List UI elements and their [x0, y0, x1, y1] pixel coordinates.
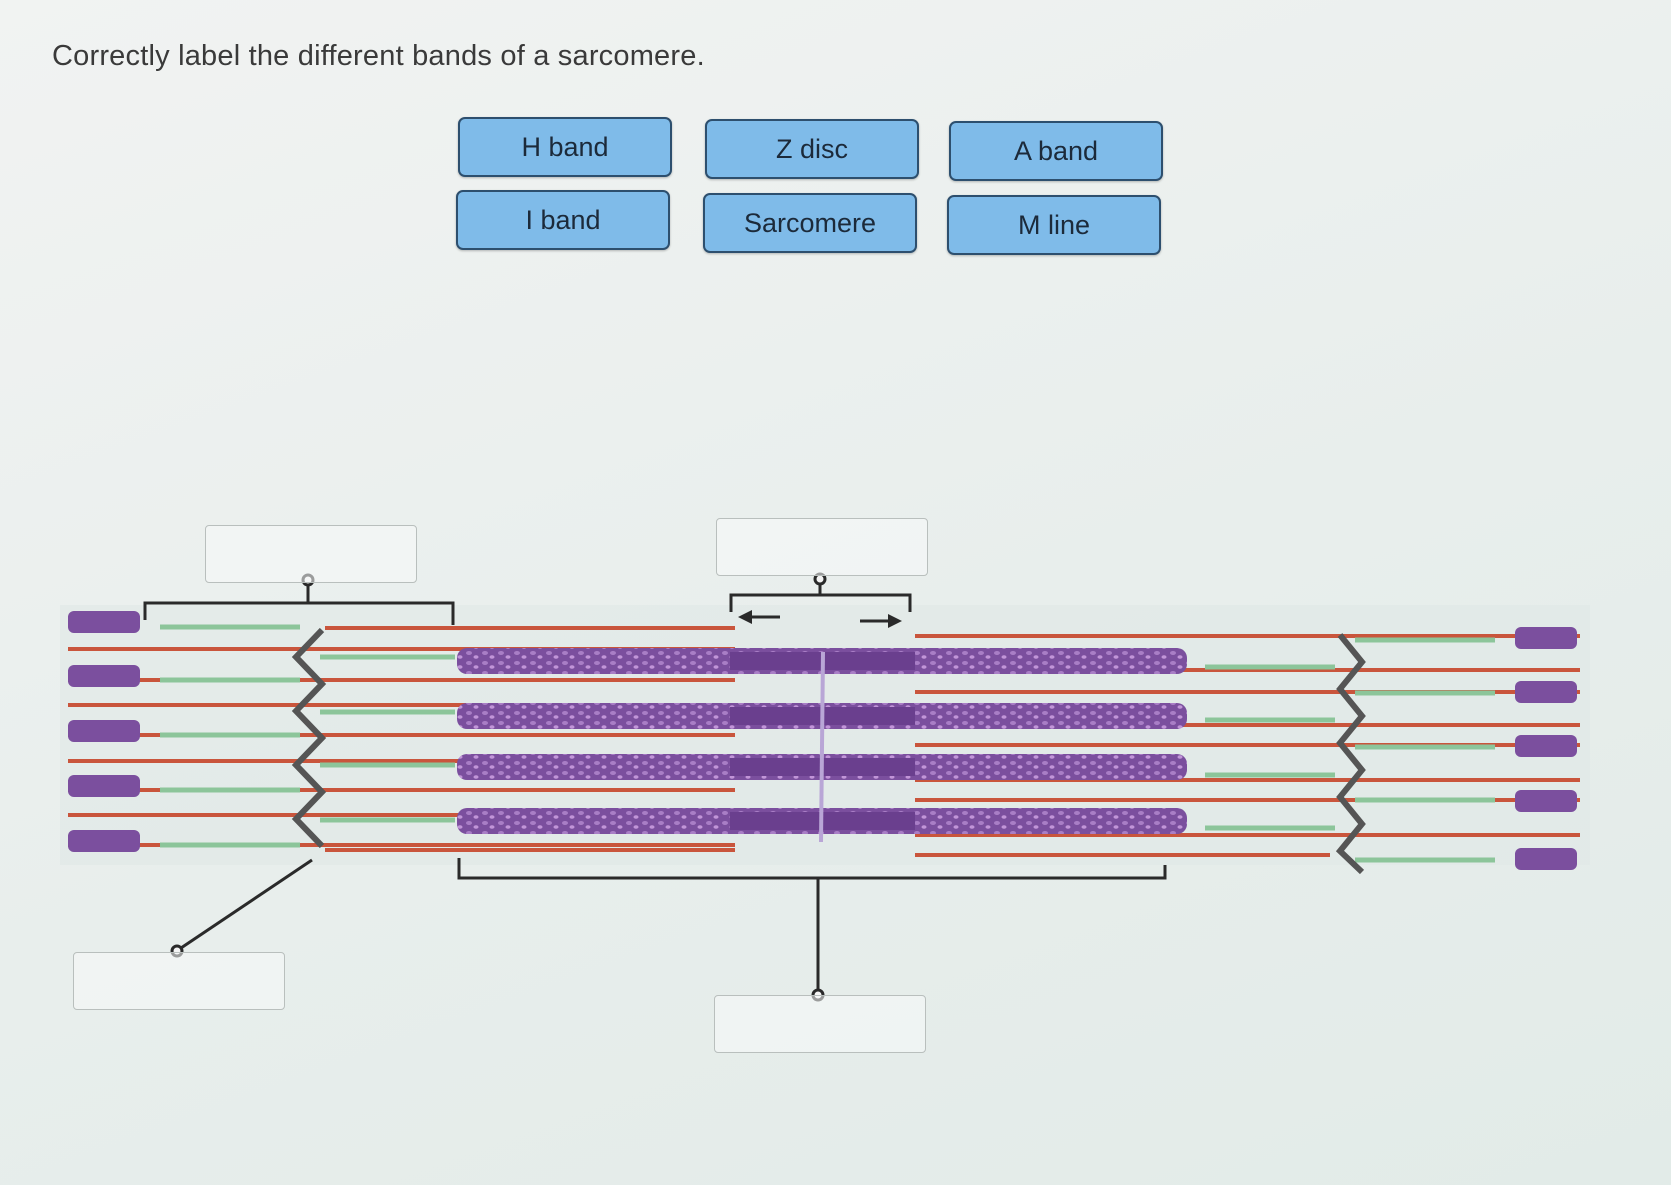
drop-target-bottom-center[interactable] [714, 995, 926, 1053]
label-chip-a-band[interactable]: A band [949, 121, 1163, 181]
label-chip-h-band[interactable]: H band [458, 117, 672, 177]
drop-target-top-center[interactable] [716, 518, 928, 576]
drop-target-bottom-left[interactable] [73, 952, 285, 1010]
label-chip-z-disc[interactable]: Z disc [705, 119, 919, 179]
right-thick-ends [1515, 627, 1577, 870]
bracket-top-center [729, 572, 912, 612]
h-band-arrows [738, 610, 902, 628]
label-chip-sarcomere[interactable]: Sarcomere [703, 193, 917, 253]
z-disc-right [1335, 633, 1366, 875]
question-prompt: Correctly label the different bands of a… [52, 40, 705, 72]
thin-filaments-left [68, 626, 735, 852]
label-chip-i-band[interactable]: I band [456, 190, 670, 250]
label-chip-m-line[interactable]: M line [947, 195, 1161, 255]
z-disc-left [291, 627, 327, 849]
titin-filaments [160, 624, 1495, 863]
left-thick-ends [68, 611, 140, 852]
bracket-bottom-center [457, 858, 1167, 1002]
drop-target-top-left[interactable] [205, 525, 417, 583]
m-line-structure [819, 651, 825, 843]
leader-line-bottom-left [170, 858, 313, 958]
